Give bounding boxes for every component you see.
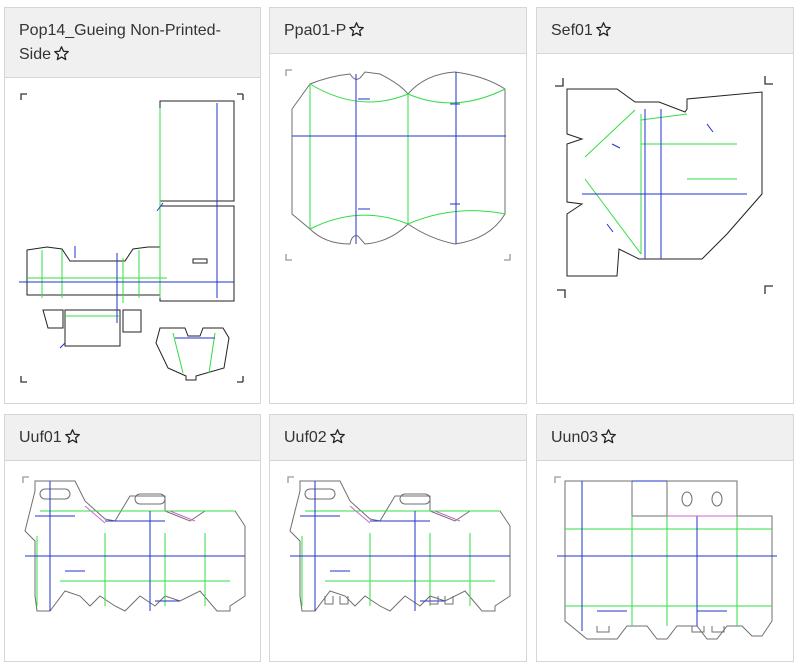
card-header: Ppa01-P: [270, 8, 526, 54]
card-header: Sef01: [537, 8, 793, 54]
template-thumbnail[interactable]: [5, 461, 260, 661]
card-title[interactable]: Pop14_Gueing Non-Printed-Side: [19, 22, 221, 63]
card-title[interactable]: Uuf02: [284, 429, 327, 446]
template-card-uuf01[interactable]: Uuf01: [4, 414, 261, 662]
template-thumbnail[interactable]: [5, 78, 260, 403]
dieline-drawing: [555, 76, 773, 298]
card-header: Uuf01: [5, 415, 260, 461]
dieline-drawing: [285, 69, 511, 261]
star-outline-icon[interactable]: [595, 21, 612, 38]
star-outline-icon[interactable]: [329, 428, 346, 445]
dieline-drawing: [19, 93, 244, 383]
star-outline-icon[interactable]: [348, 21, 365, 38]
template-card-ppa01[interactable]: Ppa01-P: [269, 7, 527, 404]
card-title[interactable]: Ppa01-P: [284, 22, 347, 39]
template-card-uuf02[interactable]: Uuf02: [269, 414, 527, 662]
card-header: Uun03: [537, 415, 793, 461]
template-thumbnail[interactable]: [537, 54, 793, 403]
star-outline-icon[interactable]: [600, 428, 617, 445]
card-title[interactable]: Uun03: [551, 429, 599, 446]
template-card-uun03[interactable]: Uun03: [536, 414, 794, 662]
template-card-sef01[interactable]: Sef01: [536, 7, 794, 404]
dieline-drawing: [22, 476, 246, 612]
card-title[interactable]: Sef01: [551, 22, 593, 39]
dieline-drawing: [287, 476, 511, 612]
template-thumbnail[interactable]: [270, 461, 526, 661]
template-thumbnail[interactable]: [537, 461, 793, 661]
template-thumbnail[interactable]: [270, 54, 526, 403]
card-title[interactable]: Uuf01: [19, 429, 62, 446]
card-header: Pop14_Gueing Non-Printed-Side: [5, 8, 260, 78]
star-outline-icon[interactable]: [53, 45, 70, 62]
card-header: Uuf02: [270, 415, 526, 461]
star-outline-icon[interactable]: [64, 428, 81, 445]
dieline-drawing: [554, 476, 777, 640]
template-card-pop14[interactable]: Pop14_Gueing Non-Printed-Side: [4, 7, 261, 404]
